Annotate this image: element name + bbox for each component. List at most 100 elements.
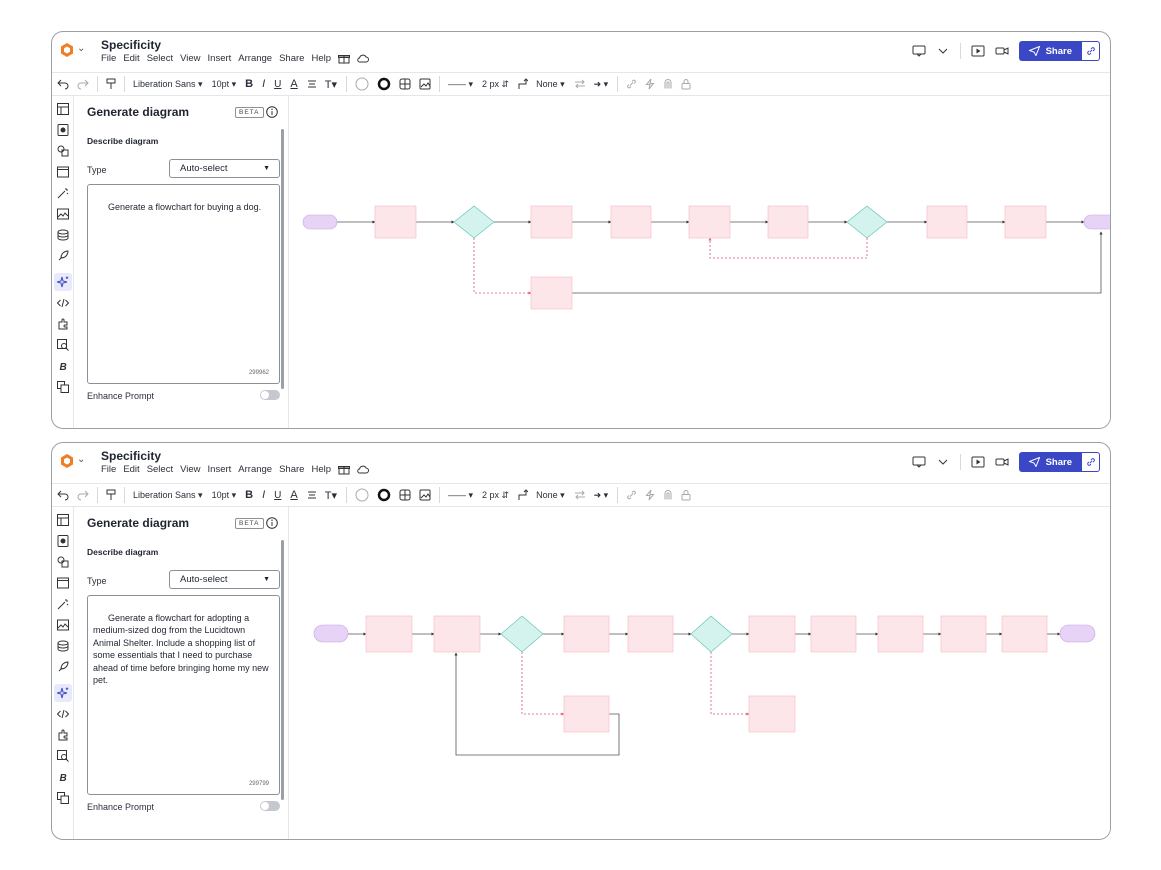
process-step[interactable] xyxy=(748,615,796,653)
rocket-icon[interactable] xyxy=(57,250,69,262)
integrations-icon[interactable] xyxy=(57,318,69,330)
layers-icon[interactable] xyxy=(57,229,69,241)
underline-button[interactable]: U xyxy=(274,489,282,501)
end-terminal[interactable] xyxy=(1059,624,1096,643)
fill-color-icon[interactable] xyxy=(355,485,369,505)
swap-arrows-icon[interactable] xyxy=(574,74,586,94)
app-logo-icon[interactable] xyxy=(61,454,73,468)
image-icon[interactable] xyxy=(419,485,431,505)
ai-sparkle-icon[interactable] xyxy=(57,687,69,699)
swap-arrows-icon[interactable] xyxy=(574,485,586,505)
undo-icon[interactable] xyxy=(57,74,69,94)
menu-insert[interactable]: Insert xyxy=(207,53,232,64)
italic-button[interactable]: I xyxy=(262,78,266,90)
data-icon[interactable] xyxy=(57,124,69,136)
image-icon[interactable] xyxy=(419,74,431,94)
panel-scrollbar[interactable] xyxy=(281,129,284,389)
text-options-button[interactable]: T▾ xyxy=(324,78,337,91)
process-step[interactable] xyxy=(810,615,857,653)
arrow-start-select[interactable]: None ▾ xyxy=(536,489,565,500)
arrange-icon[interactable] xyxy=(57,381,69,393)
chevron-down-icon[interactable] xyxy=(936,456,950,468)
diagram-canvas[interactable] xyxy=(289,507,1110,839)
menu-file[interactable]: File xyxy=(101,53,117,64)
process-step[interactable] xyxy=(563,695,610,733)
process-step[interactable] xyxy=(433,615,481,653)
ai-sparkle-icon[interactable] xyxy=(57,276,69,288)
menu-share[interactable]: Share xyxy=(279,53,305,64)
menu-share[interactable]: Share xyxy=(279,464,305,475)
undo-icon[interactable] xyxy=(57,485,69,505)
gift-icon[interactable] xyxy=(338,53,350,64)
lock-icon[interactable] xyxy=(681,74,691,94)
connector-style-icon[interactable] xyxy=(518,74,529,94)
magic-wand-icon[interactable] xyxy=(57,187,69,199)
comment-icon[interactable] xyxy=(912,456,926,468)
magnet-icon[interactable] xyxy=(663,74,673,94)
pages-icon[interactable] xyxy=(57,514,69,526)
process-step[interactable] xyxy=(530,205,573,239)
share-button[interactable]: Share xyxy=(1018,41,1082,61)
menu-arrange[interactable]: Arrange xyxy=(238,464,273,475)
search-shapes-icon[interactable] xyxy=(57,750,69,762)
magnet-icon[interactable] xyxy=(663,485,673,505)
shapes-icon[interactable] xyxy=(57,145,69,157)
end-terminal[interactable] xyxy=(1083,214,1111,230)
copy-link-button[interactable] xyxy=(1082,452,1100,472)
start-terminal[interactable] xyxy=(302,214,338,230)
lightning-icon[interactable] xyxy=(645,485,655,505)
line-style-select[interactable]: —— ▾ xyxy=(447,489,474,500)
frame-icon[interactable] xyxy=(57,577,69,589)
image-icon[interactable] xyxy=(57,619,69,631)
cloud-saved-icon[interactable] xyxy=(357,53,369,64)
menu-view[interactable]: View xyxy=(180,464,201,475)
frame-icon[interactable] xyxy=(57,166,69,178)
decision-step[interactable] xyxy=(846,205,888,239)
process-step[interactable] xyxy=(767,205,809,239)
panel-scrollbar[interactable] xyxy=(281,540,284,800)
lightning-icon[interactable] xyxy=(645,74,655,94)
menu-help[interactable]: Help xyxy=(311,53,331,64)
decision-step[interactable] xyxy=(453,205,495,239)
menu-view[interactable]: View xyxy=(180,53,201,64)
line-color-icon[interactable] xyxy=(377,74,391,94)
font-family-select[interactable]: Liberation Sans ▾ xyxy=(133,489,203,500)
image-icon[interactable] xyxy=(57,208,69,220)
info-icon[interactable] xyxy=(266,517,278,529)
bold-button[interactable]: B xyxy=(245,78,254,90)
process-step[interactable] xyxy=(1001,615,1048,653)
process-step[interactable] xyxy=(877,615,924,653)
magic-wand-icon[interactable] xyxy=(57,598,69,610)
italic-button[interactable]: I xyxy=(262,489,266,501)
border-icon[interactable] xyxy=(399,74,411,94)
prompt-textarea[interactable]: Generate a flowchart for buying a dog. 2… xyxy=(87,184,280,384)
comment-icon[interactable] xyxy=(912,45,926,57)
info-icon[interactable] xyxy=(266,106,278,118)
process-step[interactable] xyxy=(748,695,796,733)
brand-b-icon[interactable]: B xyxy=(57,360,69,372)
bold-button[interactable]: B xyxy=(245,489,254,501)
arrow-end-select[interactable]: ➜ ▾ xyxy=(593,78,609,89)
share-button[interactable]: Share xyxy=(1018,452,1082,472)
present-icon[interactable] xyxy=(971,456,985,468)
pages-icon[interactable] xyxy=(57,103,69,115)
chevron-down-icon[interactable]: ⌄ xyxy=(77,43,86,54)
process-step[interactable] xyxy=(688,205,731,239)
underline-button[interactable]: U xyxy=(274,78,282,90)
chevron-down-icon[interactable]: ⌄ xyxy=(77,454,86,465)
menu-insert[interactable]: Insert xyxy=(207,464,232,475)
shapes-icon[interactable] xyxy=(57,556,69,568)
menu-help[interactable]: Help xyxy=(311,464,331,475)
font-size-select[interactable]: 10pt ▾ xyxy=(211,78,237,89)
menu-select[interactable]: Select xyxy=(146,53,174,64)
border-icon[interactable] xyxy=(399,485,411,505)
code-icon[interactable] xyxy=(57,708,69,720)
present-icon[interactable] xyxy=(971,45,985,57)
menu-edit[interactable]: Edit xyxy=(123,464,140,475)
type-select[interactable]: Auto-select ▼ xyxy=(169,570,280,589)
link-icon[interactable] xyxy=(626,485,637,505)
video-icon[interactable] xyxy=(995,45,1009,57)
redo-icon[interactable] xyxy=(77,485,89,505)
search-shapes-icon[interactable] xyxy=(57,339,69,351)
document-title[interactable]: Specificity xyxy=(101,38,162,52)
